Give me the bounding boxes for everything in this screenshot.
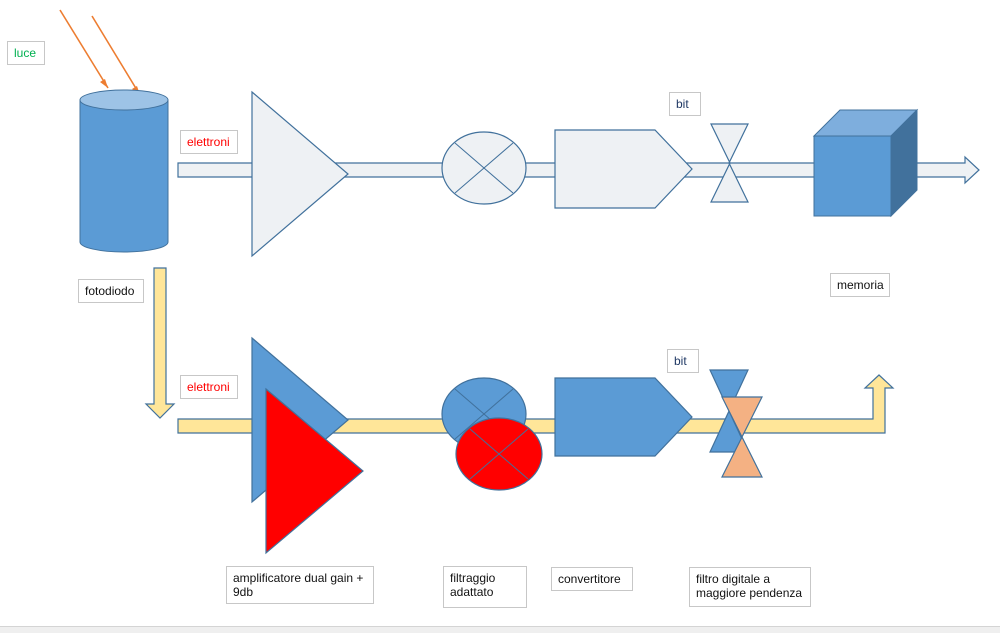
luce-label: luce (7, 41, 45, 65)
amplifier-triangle-red (265, 387, 364, 555)
light-ray (59, 9, 109, 89)
photodiode-cylinder (79, 89, 169, 253)
digital-filter-hourglass-top (710, 123, 749, 203)
filter-circle-red (455, 417, 543, 491)
elettroni-label-top: elettroni (180, 130, 238, 154)
elettroni-label-bottom: elettroni (180, 375, 238, 399)
filter-circle-top (441, 131, 527, 205)
memory-cube (812, 108, 919, 218)
light-ray-arrowhead (100, 79, 108, 88)
window-bottom-edge (0, 626, 1000, 633)
fotodiodo-label: fotodiodo (78, 279, 144, 303)
convertitore-label: convertitore (551, 567, 633, 591)
down-signal-arrow (144, 267, 176, 419)
filtraggio-label: filtraggio adattato (443, 566, 527, 608)
amplifier-triangle-top (251, 90, 349, 258)
converter-pentagon-bottom (554, 377, 693, 457)
digital-filter-hourglass-orange (721, 396, 763, 478)
bit-label-top: bit (669, 92, 701, 116)
converter-pentagon-top (554, 129, 693, 209)
bit-label-bottom: bit (667, 349, 699, 373)
filtro-digitale-label: filtro digitale a maggiore pendenza (689, 567, 811, 607)
amplificatore-label: amplificatore dual gain + 9db (226, 566, 374, 604)
memoria-label: memoria (830, 273, 890, 297)
light-ray (91, 15, 141, 96)
